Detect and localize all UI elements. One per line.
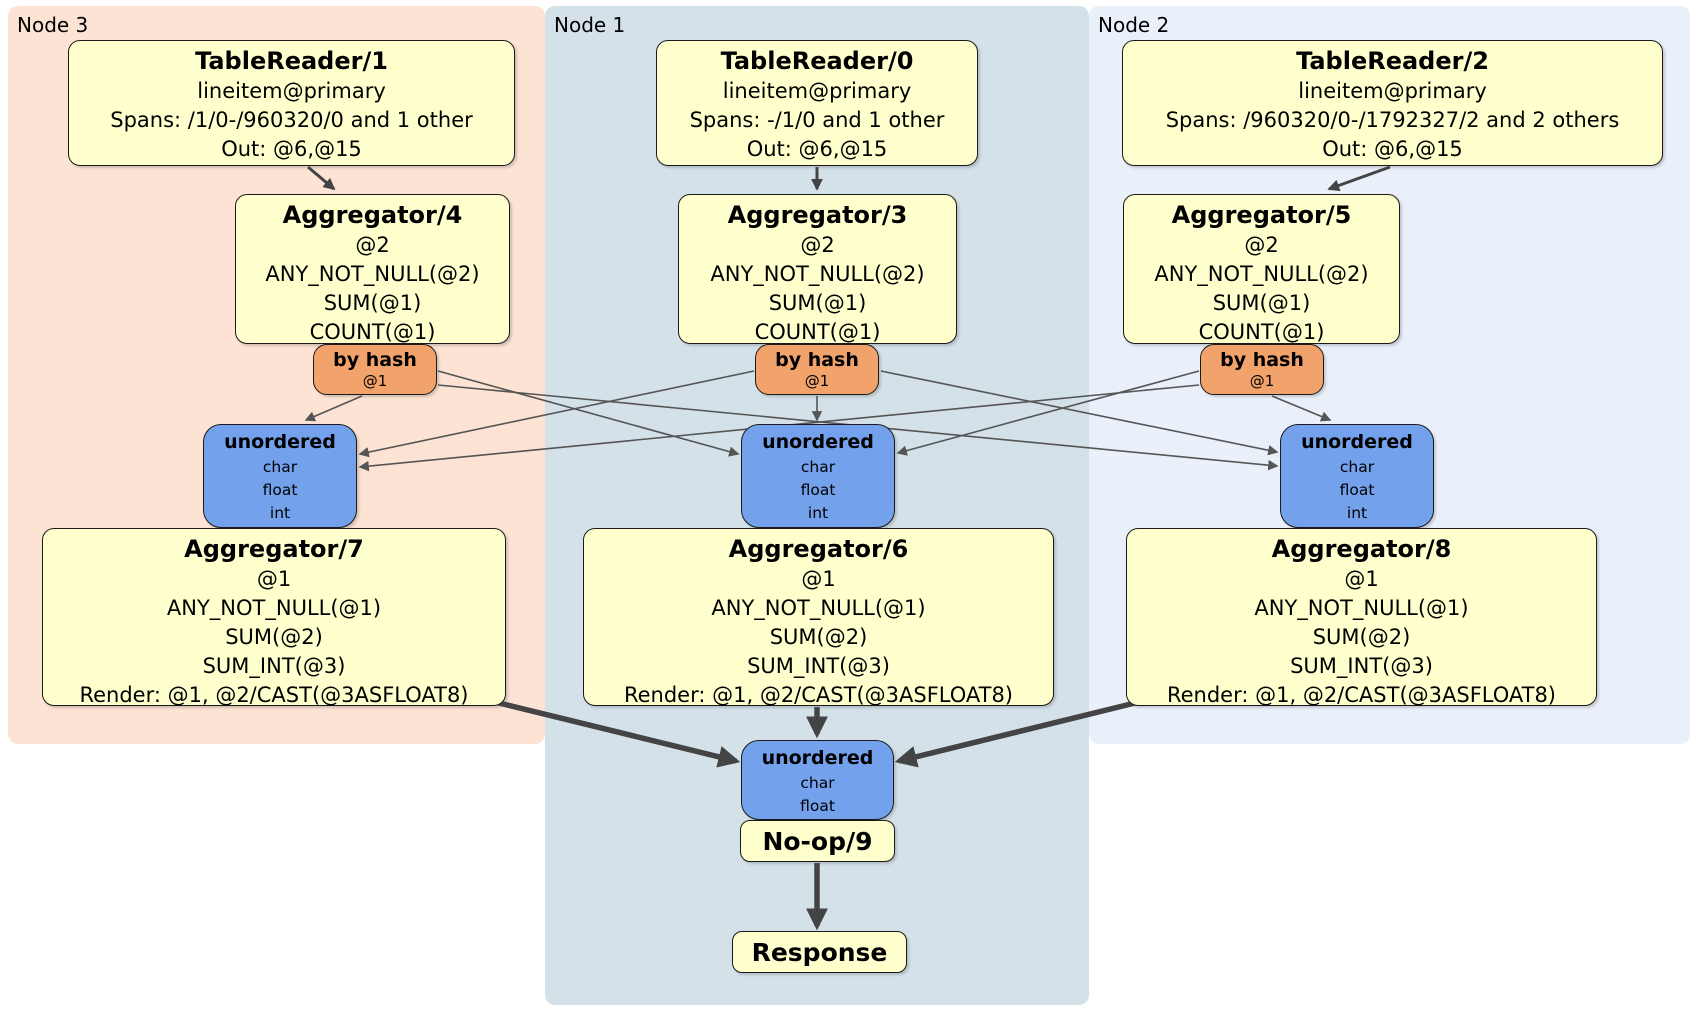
node-group-3-label: Node 3 — [17, 13, 89, 37]
processor-title: Aggregator/6 — [728, 535, 909, 563]
router-by-hash-left: by hash @1 — [313, 344, 437, 395]
processor-aggregator-3: Aggregator/3 @2 ANY_NOT_NULL(@2) SUM(@1)… — [678, 194, 957, 344]
processor-aggregator-4: Aggregator/4 @2 ANY_NOT_NULL(@2) SUM(@1)… — [235, 194, 510, 344]
router-title: by hash — [775, 349, 859, 371]
processor-title: Aggregator/8 — [1271, 535, 1452, 563]
sync-title: unordered — [224, 431, 336, 453]
router-title: by hash — [333, 349, 417, 371]
node-group-1-label: Node 1 — [554, 13, 626, 37]
processor-title: TableReader/1 — [195, 47, 388, 75]
edges-final-stream — [494, 699, 1140, 931]
processor-tablereader-1: TableReader/1 lineitem@primary Spans: /1… — [68, 40, 515, 166]
node-group-2-label: Node 2 — [1098, 13, 1170, 37]
sync-title: unordered — [1301, 431, 1413, 453]
processor-aggregator-8: Aggregator/8 @1 ANY_NOT_NULL(@1) SUM(@2)… — [1126, 528, 1597, 707]
sync-unordered-center: unordered char float int — [741, 424, 895, 528]
sync-unordered-left: unordered char float int — [203, 424, 357, 528]
response-node: Response — [732, 931, 907, 973]
sync-title: unordered — [761, 747, 874, 769]
processor-title: TableReader/0 — [720, 47, 914, 75]
processor-tablereader-0: TableReader/0 lineitem@primary Spans: -/… — [656, 40, 978, 166]
processor-title: Aggregator/7 — [184, 535, 364, 563]
processor-title: Aggregator/5 — [1171, 201, 1352, 229]
edges-tablereader-to-aggregator — [307, 165, 1391, 192]
processor-title: Aggregator/4 — [282, 201, 463, 229]
processor-tablereader-2: TableReader/2 lineitem@primary Spans: /9… — [1122, 40, 1663, 166]
processor-aggregator-5: Aggregator/5 @2 ANY_NOT_NULL(@2) SUM(@1)… — [1123, 194, 1400, 344]
sync-unordered-right: unordered char float int — [1280, 424, 1434, 528]
sync-unordered-final: unordered char float — [741, 740, 894, 820]
router-title: by hash — [1220, 349, 1304, 371]
router-by-hash-center: by hash @1 — [755, 344, 879, 395]
processor-aggregator-6: Aggregator/6 @1 ANY_NOT_NULL(@1) SUM(@2)… — [583, 528, 1054, 707]
processor-title: Aggregator/3 — [727, 201, 908, 229]
sync-title: unordered — [762, 431, 874, 453]
processor-title: No-op/9 — [762, 826, 873, 856]
processor-noop-9: No-op/9 — [740, 820, 895, 862]
router-by-hash-right: by hash @1 — [1200, 344, 1324, 395]
processor-title: TableReader/2 — [1296, 47, 1489, 75]
processor-aggregator-7: Aggregator/7 @1 ANY_NOT_NULL(@1) SUM(@2)… — [42, 528, 506, 707]
processor-title: Response — [751, 937, 888, 967]
